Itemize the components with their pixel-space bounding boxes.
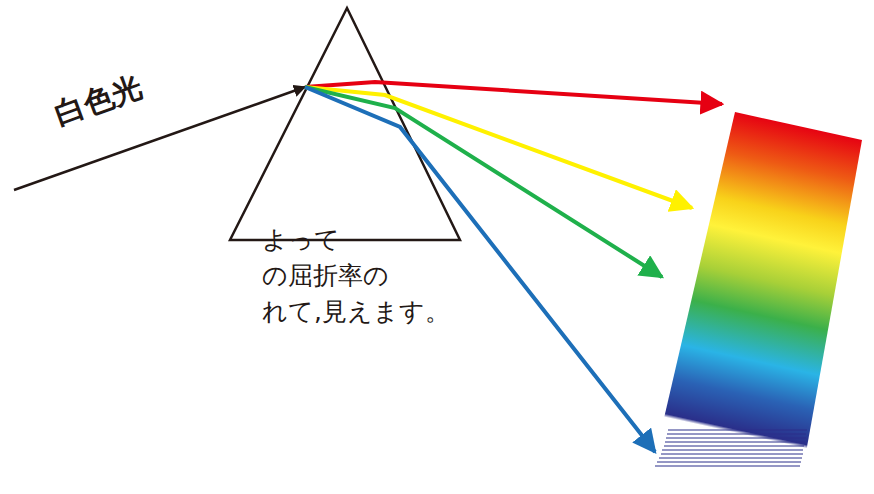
light-label: 白色光: [50, 69, 146, 132]
note-line: の屈折率の: [262, 262, 389, 291]
spectrum-hatch: [655, 430, 807, 466]
note-line: よって: [262, 226, 340, 255]
prism: [230, 8, 460, 240]
spectrum-band: [652, 112, 862, 486]
note-line: れて,見えます。: [262, 298, 450, 327]
yellow-ray: [305, 87, 692, 208]
green-ray: [305, 87, 662, 277]
